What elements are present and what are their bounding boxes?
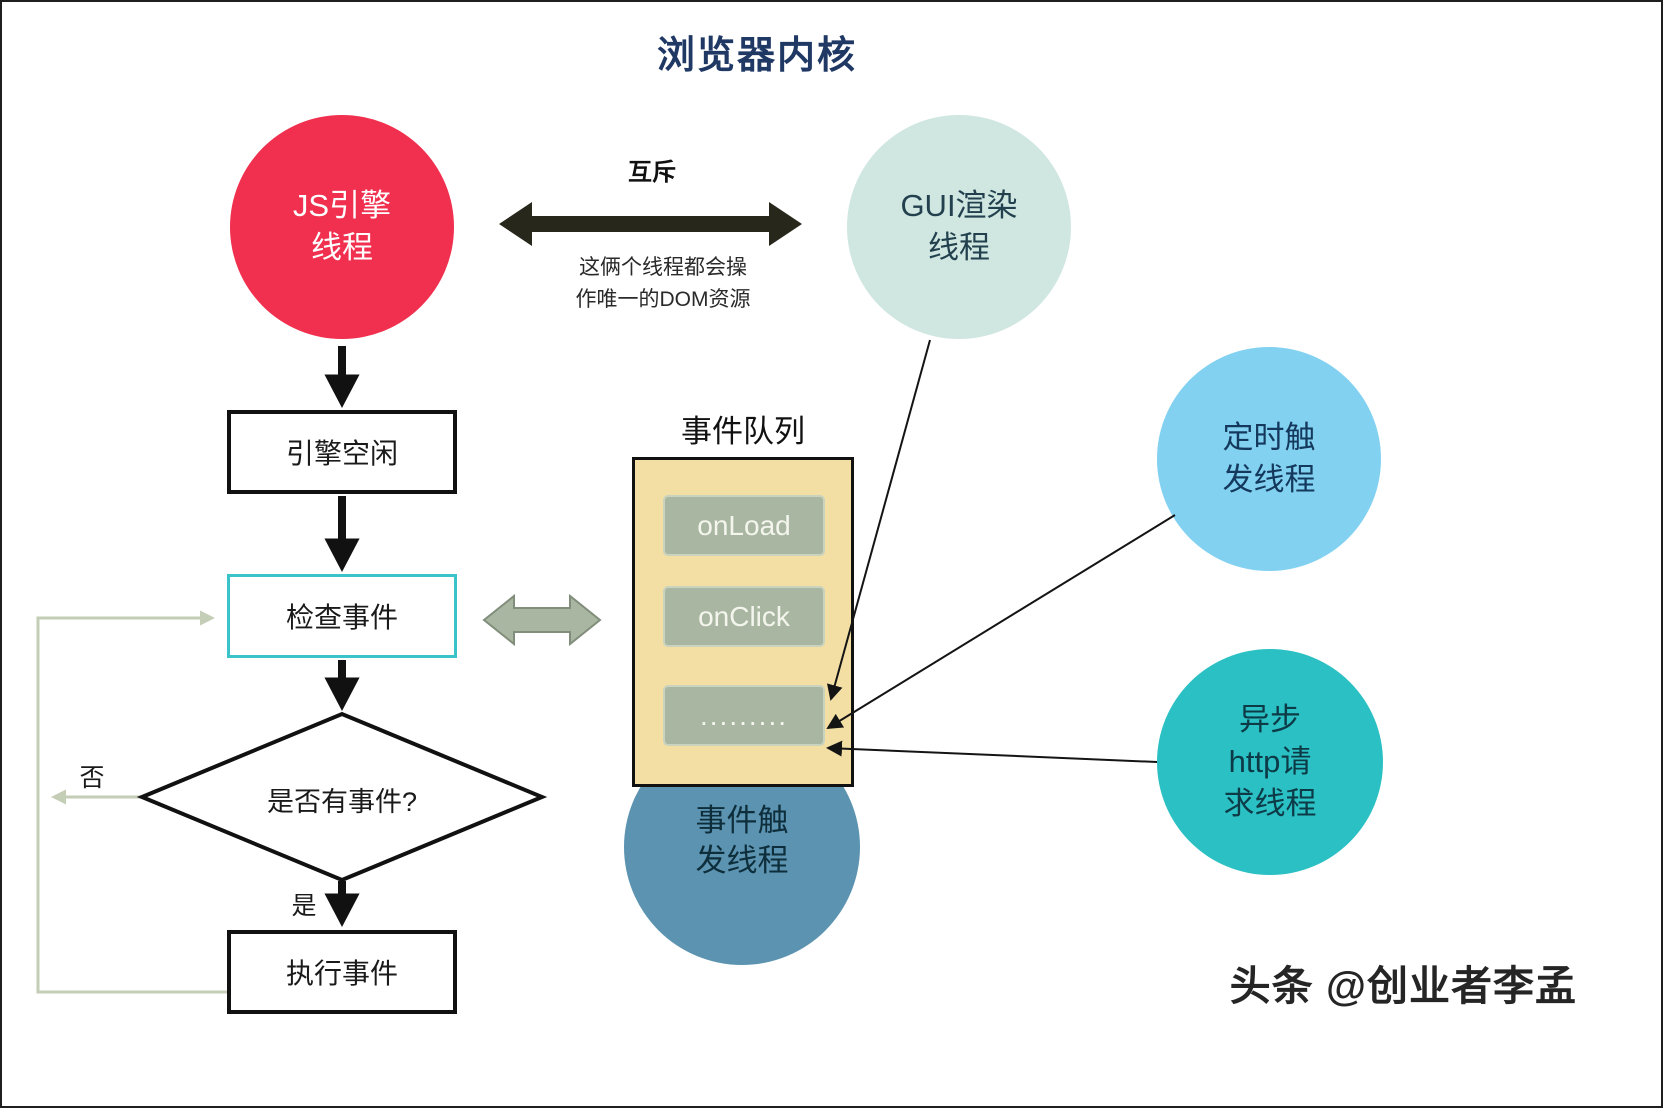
mutex-caption: 这俩个线程都会操 作唯一的DOM资源 [575, 256, 751, 311]
mutex-double-arrow [499, 202, 802, 246]
engine-idle-box: 引擎空闲 [227, 410, 457, 494]
js-engine-thread-label: JS引擎 线程 [292, 188, 392, 265]
queue-item-dots: ......... [663, 685, 825, 746]
yes-label: 是 [291, 892, 317, 920]
engine-idle-label: 引擎空闲 [285, 438, 398, 469]
page-title: 浏览器内核 [656, 35, 857, 77]
watermark: 头条 @创业者李孟 [1229, 963, 1577, 1009]
execute-event-box: 执行事件 [227, 930, 457, 1014]
event-queue-title: 事件队列 [681, 414, 805, 449]
timer-trigger-thread-circle: 定时触 发线程 [1157, 347, 1381, 571]
event-trigger-thread-label: 事件触 发线程 [695, 803, 789, 879]
mutex-label: 互斥 [628, 159, 676, 186]
queue-item-onload: onLoad [663, 495, 825, 556]
gui-render-thread-label: GUI渲染 线程 [900, 188, 1018, 265]
timer-trigger-thread-label: 定时触 发线程 [1222, 420, 1316, 497]
no-label: 否 [79, 764, 105, 792]
check-queue-double-arrow [482, 593, 602, 647]
queue-item-onclick: onClick [663, 586, 825, 647]
gui-render-thread-circle: GUI渲染 线程 [847, 115, 1071, 339]
async-http-thread-label: 异步 http请 求线程 [1223, 702, 1317, 821]
check-event-box: 检查事件 [227, 574, 457, 658]
event-queue-box: onLoad onClick ......... [632, 457, 854, 787]
check-event-label: 检查事件 [285, 602, 398, 633]
execute-event-label: 执行事件 [285, 958, 398, 989]
arrow-timer-to-queue [826, 514, 1176, 730]
arrow-async-to-queue [826, 740, 1158, 763]
async-http-thread-circle: 异步 http请 求线程 [1157, 649, 1383, 875]
has-event-label: 是否有事件? [266, 787, 418, 817]
js-engine-thread-circle: JS引擎 线程 [230, 115, 454, 339]
